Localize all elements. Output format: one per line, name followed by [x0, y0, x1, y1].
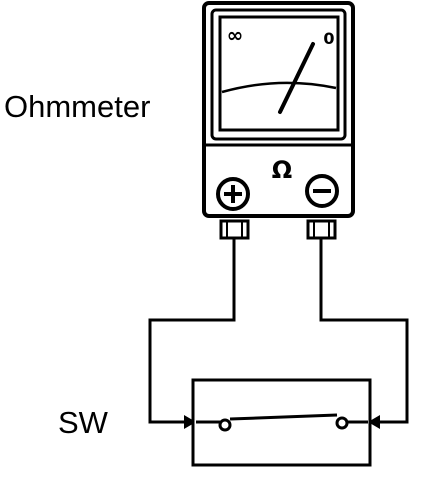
ohmmeter-label: Ohmmeter [4, 89, 151, 124]
switch-contact-blade [229, 413, 338, 421]
probe-plugs [219, 219, 337, 240]
positive-lead [148, 238, 236, 424]
negative-lead [319, 238, 409, 424]
negative-plug [306, 219, 337, 240]
test-leads [148, 238, 409, 424]
positive-plug [219, 219, 250, 240]
switch-contact-right [335, 416, 349, 430]
positive-lead-arrow [184, 415, 196, 429]
switch-label: SW [58, 405, 108, 440]
scale-infinity-mark: ∞ [227, 23, 244, 47]
ohm-symbol: Ω [272, 156, 292, 184]
negative-lead-arrow [368, 415, 380, 429]
switch [191, 378, 372, 467]
plus-icon [224, 185, 242, 203]
meter-scale-arc [221, 81, 337, 94]
scale-zero-mark: 0 [323, 29, 334, 48]
switch-contact-left [218, 418, 232, 432]
ohmmeter: ∞ 0 Ω [202, 1, 355, 218]
meter-needle [278, 42, 315, 114]
